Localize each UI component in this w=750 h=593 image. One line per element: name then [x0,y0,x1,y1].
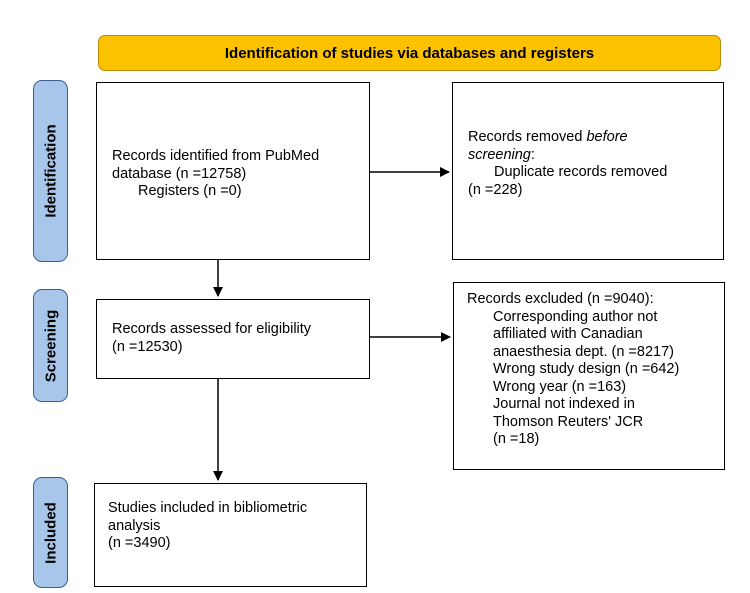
registers-line: Registers (n =0) [138,183,242,199]
records-excluded-title: Records excluded (n =9040): [467,291,654,307]
banner-title: Identification of studies via databases … [224,44,595,62]
excluded-reason: Wrong year (n =163) [493,378,627,395]
records-removed-line1: Records removed before [468,129,628,145]
records-assessed-line2: (n =12530) [112,338,183,355]
excluded-reason: Corresponding author not [493,308,658,325]
excluded-reason: Thomson Reuters' JCR [493,413,644,430]
header-banner: Identification of studies via databases … [98,35,721,71]
studies-included-box: Studies included in bibliometric analysi… [94,483,367,587]
records-excluded-box: Records excluded (n =9040): Correspondin… [453,282,725,470]
records-removed-box: Records removed before screening: Duplic… [452,82,724,260]
records-identified-line2: database (n =12758) [112,165,247,182]
studies-included-line1: Studies included in bibliometric [108,500,308,516]
records-identified-box: Records identified from PubMed database … [96,82,370,260]
studies-included-line3: (n =3490) [108,535,171,551]
phase-included: Included [33,477,68,588]
studies-included-line2: analysis [108,517,161,534]
phase-identification: Identification [33,80,68,262]
records-assessed-line1: Records assessed for eligibility [112,321,312,337]
records-assessed-box: Records assessed for eligibility (n =125… [96,299,370,379]
duplicate-records-line: Duplicate records removed [494,164,668,180]
duplicate-count-line: (n =228) [468,181,523,198]
phase-screening: Screening [33,289,68,402]
excluded-reason: Wrong study design (n =642) [493,361,680,377]
excluded-reason: Journal not indexed in [493,396,635,412]
excluded-reason: affiliated with Canadian [493,326,643,342]
excluded-reason: anaesthesia dept. (n =8217) [493,343,674,360]
records-removed-line2: screening: [468,146,535,163]
records-identified-line1: Records identified from PubMed [112,148,320,164]
excluded-reason: (n =18) [493,431,540,447]
